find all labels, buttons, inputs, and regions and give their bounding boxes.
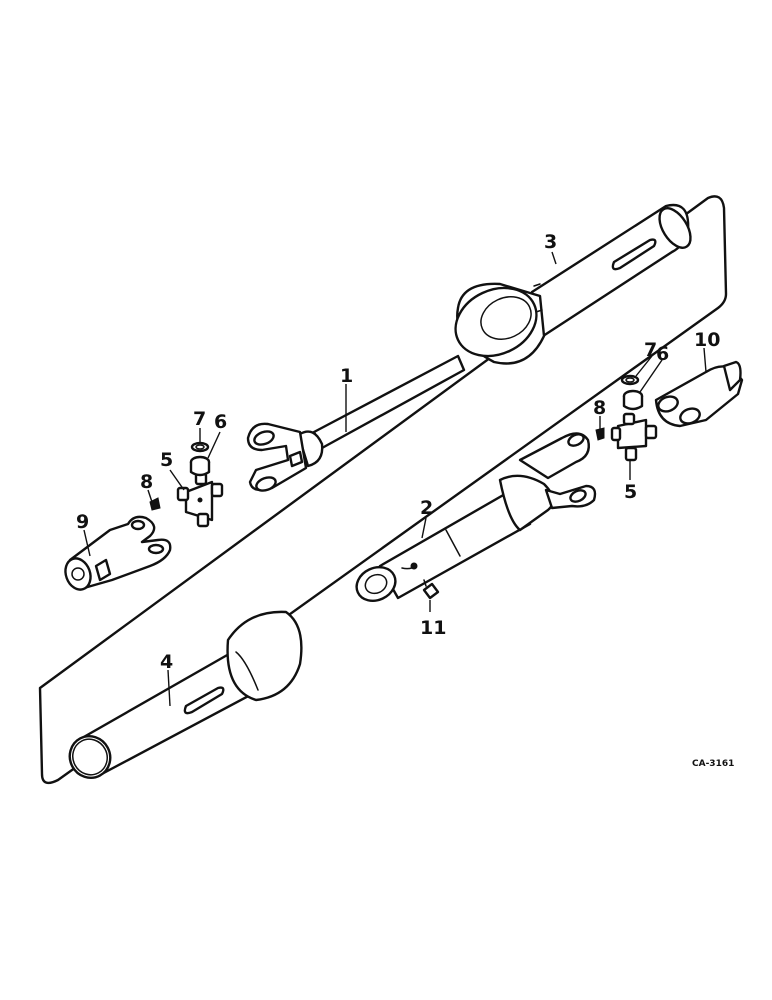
part-7-seal-right: [620, 374, 640, 386]
callout-8-right: 8: [593, 397, 606, 419]
part-8-grease-fitting-left: [149, 497, 161, 511]
part-9-splined-yoke: [64, 515, 172, 591]
callout-10: 10: [694, 329, 720, 351]
part-6-bearing-cup-left: [189, 455, 211, 477]
callout-2: 2: [420, 497, 433, 519]
callout-8-left: 8: [140, 471, 153, 493]
part-8-grease-fitting-right: [595, 427, 605, 441]
callout-9: 9: [76, 511, 89, 533]
part-4-outer-shield-tube: [68, 610, 303, 779]
part-10-yoke: [654, 360, 744, 428]
callout-6-left: 6: [214, 411, 227, 433]
part-2-inner-yoke-tube: [355, 432, 597, 602]
part-1-inner-yoke-shaft: [246, 354, 466, 492]
callout-3: 3: [544, 231, 557, 253]
leader-lines: [83, 251, 707, 707]
backing-panel: [38, 195, 728, 785]
callout-6-right: 6: [656, 343, 669, 365]
callout-5-right: 5: [624, 481, 637, 503]
part-6-bearing-cup-right: [622, 389, 644, 411]
part-11-fitting: [422, 579, 440, 600]
callout-11: 11: [420, 617, 446, 639]
part-5-cross-and-bearing-right: [610, 412, 658, 462]
callout-5-left: 5: [160, 449, 173, 471]
callout-4: 4: [160, 651, 173, 673]
part-5-cross-and-bearing-left: [176, 472, 224, 528]
part-7-seal-left: [190, 441, 210, 453]
part-3-outer-shield-tube: [454, 203, 692, 365]
callout-7-right: 7: [644, 339, 657, 361]
drawing-code: CA-3161: [692, 759, 734, 769]
callout-7-left: 7: [193, 408, 206, 430]
callout-1: 1: [340, 365, 353, 387]
